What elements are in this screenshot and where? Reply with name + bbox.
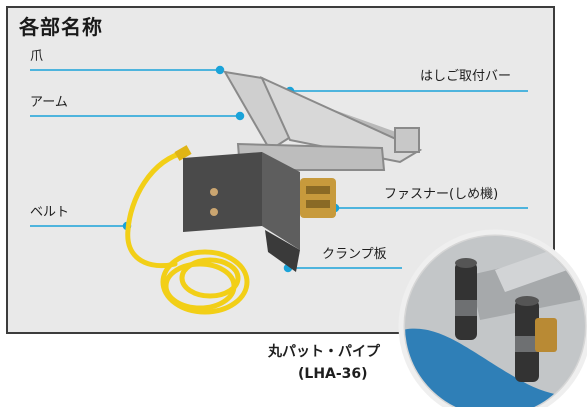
label-fastener: ファスナー(しめ機) xyxy=(384,187,499,202)
label-arm: アーム xyxy=(30,95,68,110)
label-belt: ベルト xyxy=(30,205,70,220)
label-clamp-plate: クランプ板 xyxy=(322,247,387,262)
label-ladder-bar: はしご取付バー xyxy=(420,69,512,84)
leader-lines xyxy=(30,65,528,273)
label-model: (LHA-36) xyxy=(298,366,368,382)
label-claw: 爪 xyxy=(30,49,44,64)
page-title: 各部名称 xyxy=(19,15,103,39)
clamp-plate-icon xyxy=(183,152,300,272)
label-pad-pipe: 丸パット・パイプ xyxy=(268,344,380,360)
belt-coil-icon xyxy=(125,149,250,315)
belt-hook-icon xyxy=(174,145,192,161)
pad-pipe-inset xyxy=(398,229,587,407)
fastener-icon xyxy=(300,178,336,218)
